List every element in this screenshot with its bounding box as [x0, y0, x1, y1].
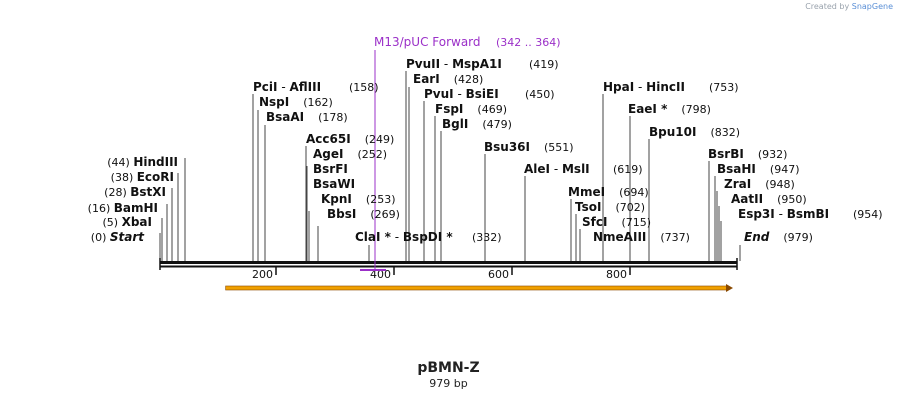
- site-label: End(979): [744, 230, 813, 244]
- site-agei[interactable]: AgeI(252): [313, 147, 387, 161]
- site-hindiii[interactable]: (44) HindIII: [107, 155, 178, 169]
- primer-annotation[interactable]: M13/pUC Forward (342 .. 364): [360, 35, 561, 271]
- site-bsrfi[interactable]: BsrFI: [313, 162, 348, 176]
- site-eaei[interactable]: EaeI *(798): [628, 102, 711, 116]
- site-label: (0) Start: [91, 230, 145, 244]
- site-bamhi[interactable]: (16) BamHI: [88, 201, 158, 215]
- site-xbai[interactable]: (5) XbaI: [103, 215, 152, 229]
- site-bsu36i[interactable]: Bsu36I(551): [484, 140, 574, 154]
- site-esp3i[interactable]: Esp3I - BsmBI(954): [738, 207, 883, 221]
- site-clai[interactable]: ClaI * - BspDI *(332): [355, 230, 502, 244]
- site-bsawi[interactable]: BsaWI: [313, 177, 355, 191]
- site-label: BbsI(269): [327, 207, 400, 221]
- site-nmeaiii[interactable]: NmeAIII(737): [593, 230, 690, 244]
- site-acc65i[interactable]: Acc65I(249): [306, 132, 394, 146]
- site-kpni[interactable]: KpnI(253): [321, 192, 396, 206]
- site-label: BglI(479): [442, 117, 512, 131]
- site-bsrbi[interactable]: BsrBI(932): [708, 147, 787, 161]
- site-label: EaeI *(798): [628, 102, 711, 116]
- axis-tick-label: 600: [488, 268, 509, 281]
- site-label: AleI - MslI(619): [524, 162, 643, 176]
- site-label: Bsu36I(551): [484, 140, 574, 154]
- lead-lines: [159, 71, 741, 261]
- site-label: (38) EcoRI: [111, 170, 174, 184]
- site-label: TsoI(702): [575, 200, 645, 214]
- site-alei[interactable]: AleI - MslI(619): [524, 162, 643, 176]
- site-label: (28) BstXI: [104, 185, 166, 199]
- site-end[interactable]: End(979): [744, 230, 813, 244]
- site-bpu10i[interactable]: Bpu10I(832): [649, 125, 740, 139]
- site-labels: (0) Start(5) XbaI(16) BamHI (28) BstXI(38…: [88, 57, 883, 244]
- site-label: EarI(428): [413, 72, 483, 86]
- site-hpai[interactable]: HpaI - HincII(753): [603, 80, 739, 94]
- site-bsaai[interactable]: BsaAI(178): [266, 110, 348, 124]
- site-label: KpnI(253): [321, 192, 396, 206]
- site-label: FspI(469): [435, 102, 507, 116]
- site-label: BsaHI(947): [717, 162, 800, 176]
- site-pvuii[interactable]: PvuII - MspA1I(419): [406, 57, 559, 71]
- site-label: AgeI(252): [313, 147, 387, 161]
- plasmid-name: pBMN-Z: [417, 360, 480, 376]
- primer-name: M13/pUC Forward: [374, 35, 481, 49]
- site-label: Bpu10I(832): [649, 125, 740, 139]
- site-zrai[interactable]: ZraI(948): [724, 177, 795, 191]
- site-pcii[interactable]: PciI - AflIII(158): [253, 80, 379, 94]
- site-label: NspI(162): [259, 95, 333, 109]
- site-eari[interactable]: EarI(428): [413, 72, 483, 86]
- site-label: ZraI(948): [724, 177, 795, 191]
- site-pvui[interactable]: PvuI - BsiEI(450): [424, 87, 555, 101]
- site-label: Esp3I - BsmBI(954): [738, 207, 883, 221]
- site-label: ClaI * - BspDI *(332): [355, 230, 502, 244]
- site-label: BsaWI: [313, 177, 355, 191]
- site-label: AatII(950): [731, 192, 807, 206]
- snapgene-brand: SnapGene: [851, 2, 893, 11]
- site-label: (44) HindIII: [107, 155, 178, 169]
- site-nspi[interactable]: NspI(162): [259, 95, 333, 109]
- site-label: BsrBI(932): [708, 147, 787, 161]
- axis-tick-label: 200: [252, 268, 273, 281]
- site-label: MmeI(694): [568, 185, 649, 199]
- site-label: PvuI - BsiEI(450): [424, 87, 555, 101]
- site-bsahi[interactable]: BsaHI(947): [717, 162, 800, 176]
- site-aatii[interactable]: AatII(950): [731, 192, 807, 206]
- axis-tick-label: 800: [606, 268, 627, 281]
- site-ecori[interactable]: (38) EcoRI: [111, 170, 174, 184]
- site-start[interactable]: (0) Start: [91, 230, 145, 244]
- primer-range: (342 .. 364): [496, 36, 561, 49]
- site-label: PvuII - MspA1I(419): [406, 57, 559, 71]
- site-label: BsaAI(178): [266, 110, 348, 124]
- site-tsoi[interactable]: TsoI(702): [575, 200, 645, 214]
- axis-tick-label: 400: [370, 268, 391, 281]
- site-label: PciI - AflIII(158): [253, 80, 379, 94]
- feature-arrow-head: [726, 284, 733, 292]
- site-label: (16) BamHI: [88, 201, 158, 215]
- site-bstxi[interactable]: (28) BstXI: [104, 185, 166, 199]
- site-label: (5) XbaI: [103, 215, 152, 229]
- plasmid-size: 979 bp: [429, 377, 468, 390]
- site-label: HpaI - HincII(753): [603, 80, 739, 94]
- feature-layer: [225, 284, 733, 292]
- site-label: SfcI(715): [582, 215, 651, 229]
- site-label: BsrFI: [313, 162, 348, 176]
- snapgene-credit: Created by SnapGene: [805, 2, 893, 11]
- site-sfci[interactable]: SfcI(715): [582, 215, 651, 229]
- site-label: Acc65I(249): [306, 132, 394, 146]
- site-bgli[interactable]: BglI(479): [442, 117, 512, 131]
- site-fspi[interactable]: FspI(469): [435, 102, 507, 116]
- axis-ticks: 200 400 600 800: [252, 267, 631, 281]
- site-bbsi[interactable]: BbsI(269): [327, 207, 400, 221]
- credit-prefix: Created by: [805, 2, 850, 11]
- dna-backbone: [159, 258, 738, 270]
- site-mmei[interactable]: MmeI(694): [568, 185, 649, 199]
- feature-bar[interactable]: [225, 285, 728, 291]
- site-label: NmeAIII(737): [593, 230, 690, 244]
